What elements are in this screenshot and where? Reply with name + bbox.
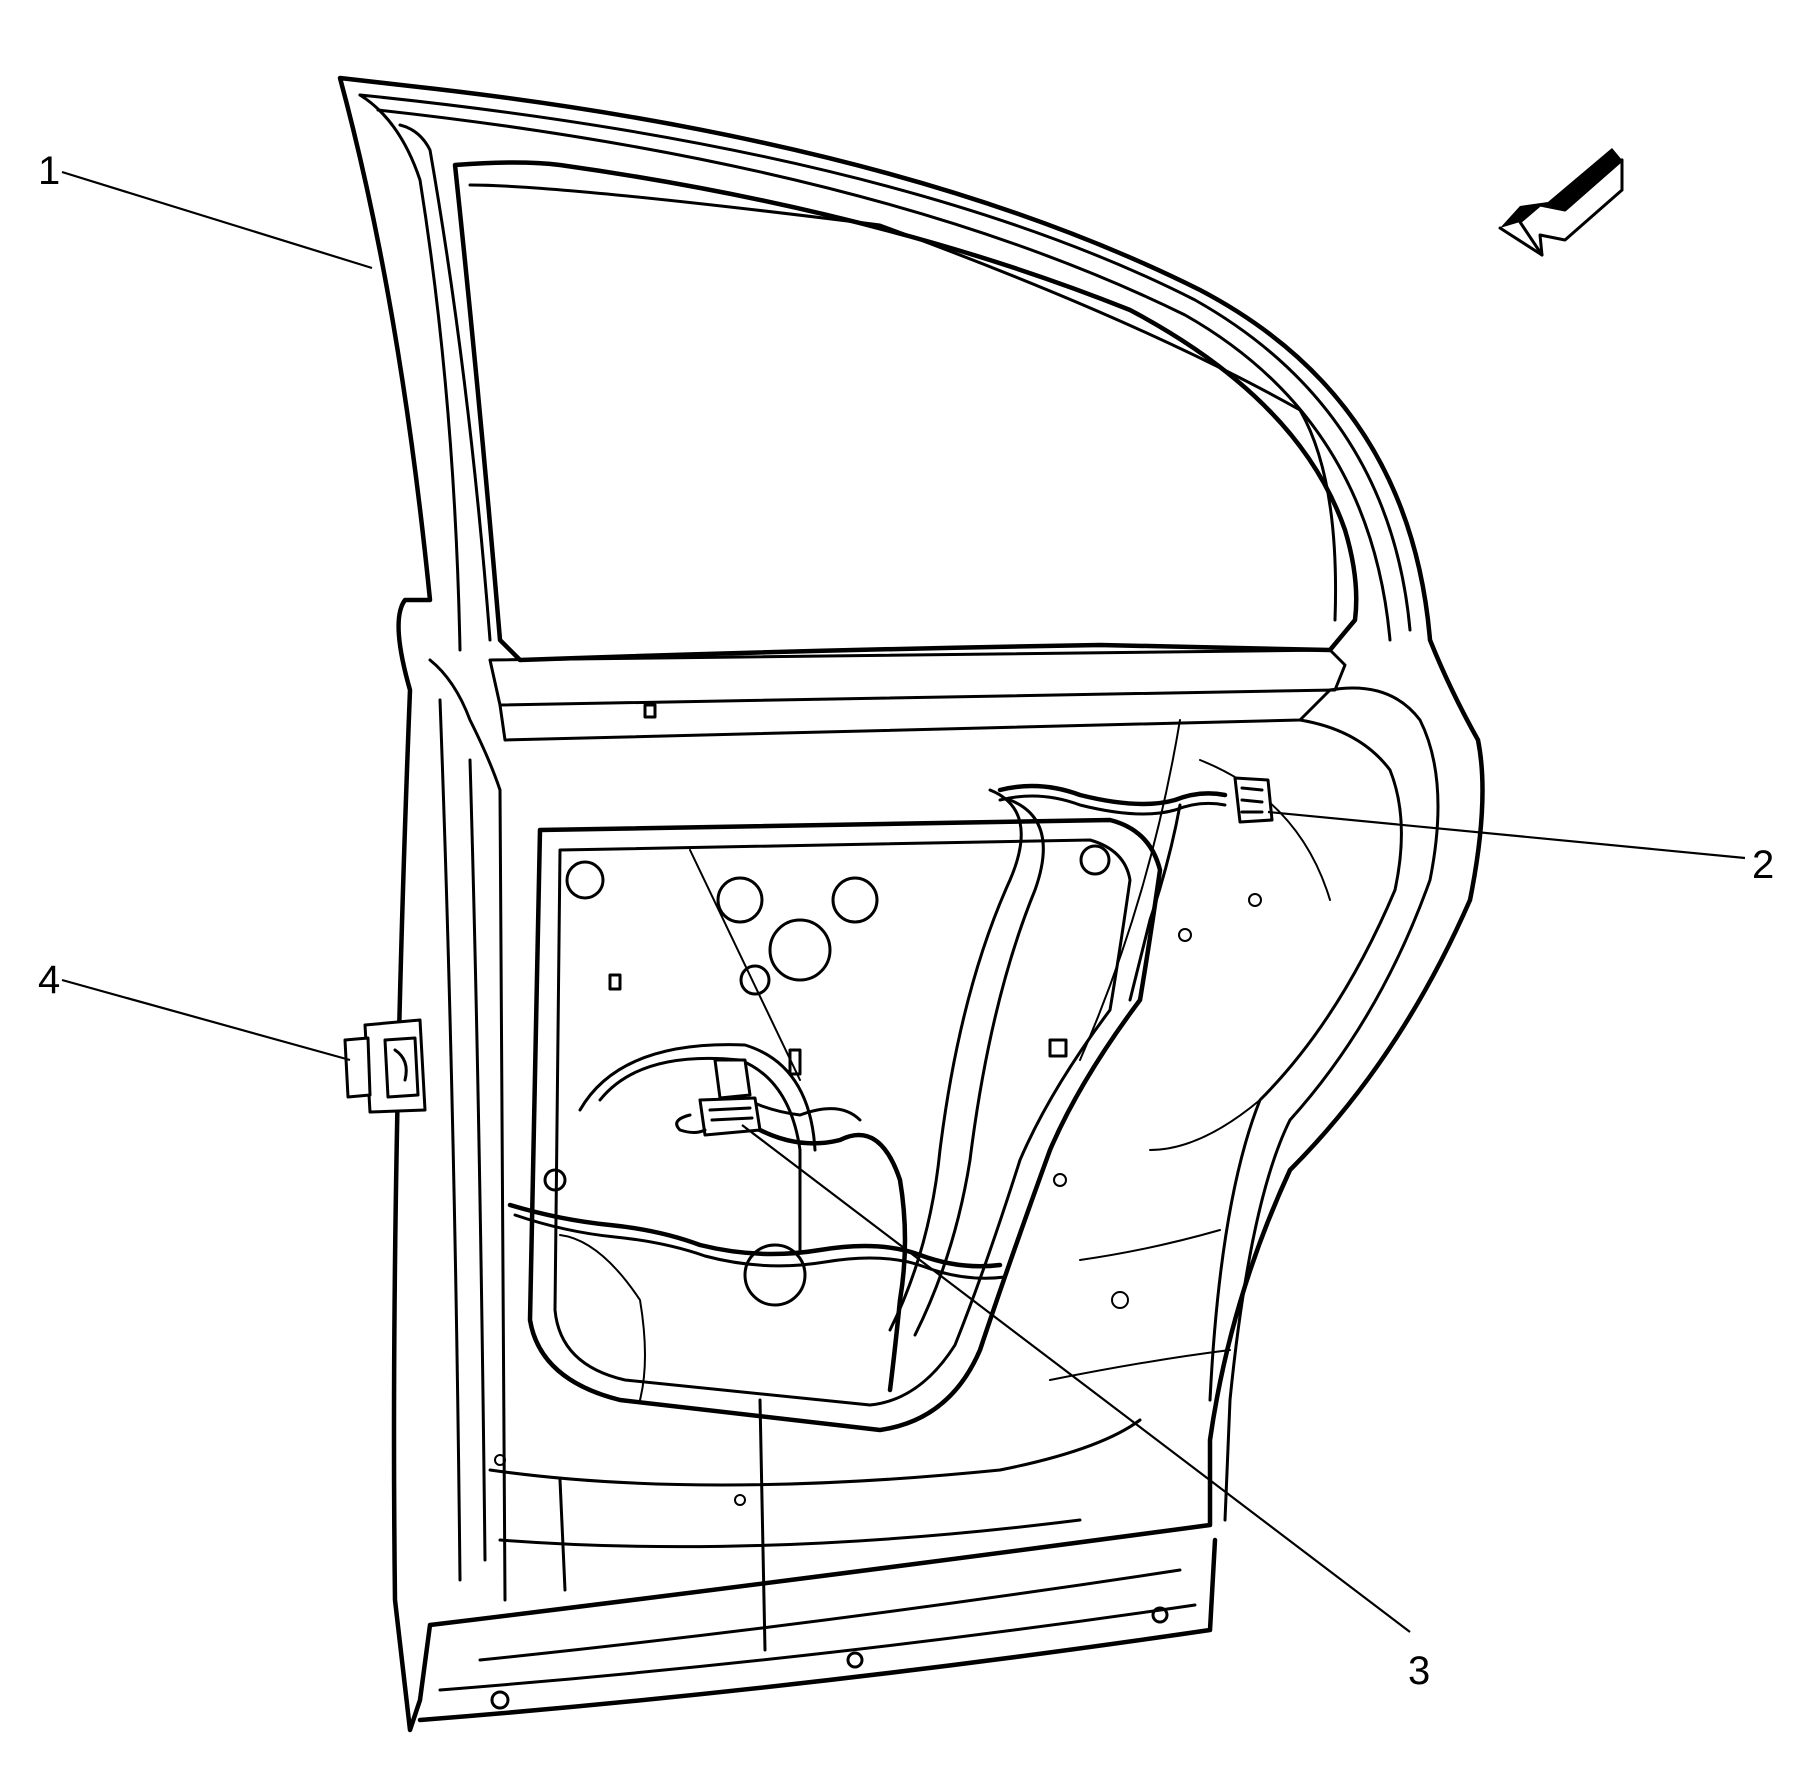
connector-2 bbox=[1233, 776, 1274, 824]
callout-3: 3 bbox=[1408, 1649, 1430, 1693]
connector-3 bbox=[675, 1058, 762, 1137]
leader-line-3 bbox=[741, 1124, 1411, 1633]
inner-panel bbox=[488, 703, 1331, 1652]
door-frame bbox=[337, 75, 1485, 1733]
callout-4: 4 bbox=[38, 958, 60, 1002]
leader-line-2 bbox=[1267, 810, 1746, 860]
connector-4 bbox=[343, 1018, 427, 1114]
leader-line-1 bbox=[61, 170, 373, 270]
callout-2: 2 bbox=[1752, 843, 1774, 887]
callout-1: 1 bbox=[38, 149, 60, 193]
view-direction-arrow-icon bbox=[1498, 148, 1624, 257]
leader-line-4 bbox=[61, 978, 351, 1062]
